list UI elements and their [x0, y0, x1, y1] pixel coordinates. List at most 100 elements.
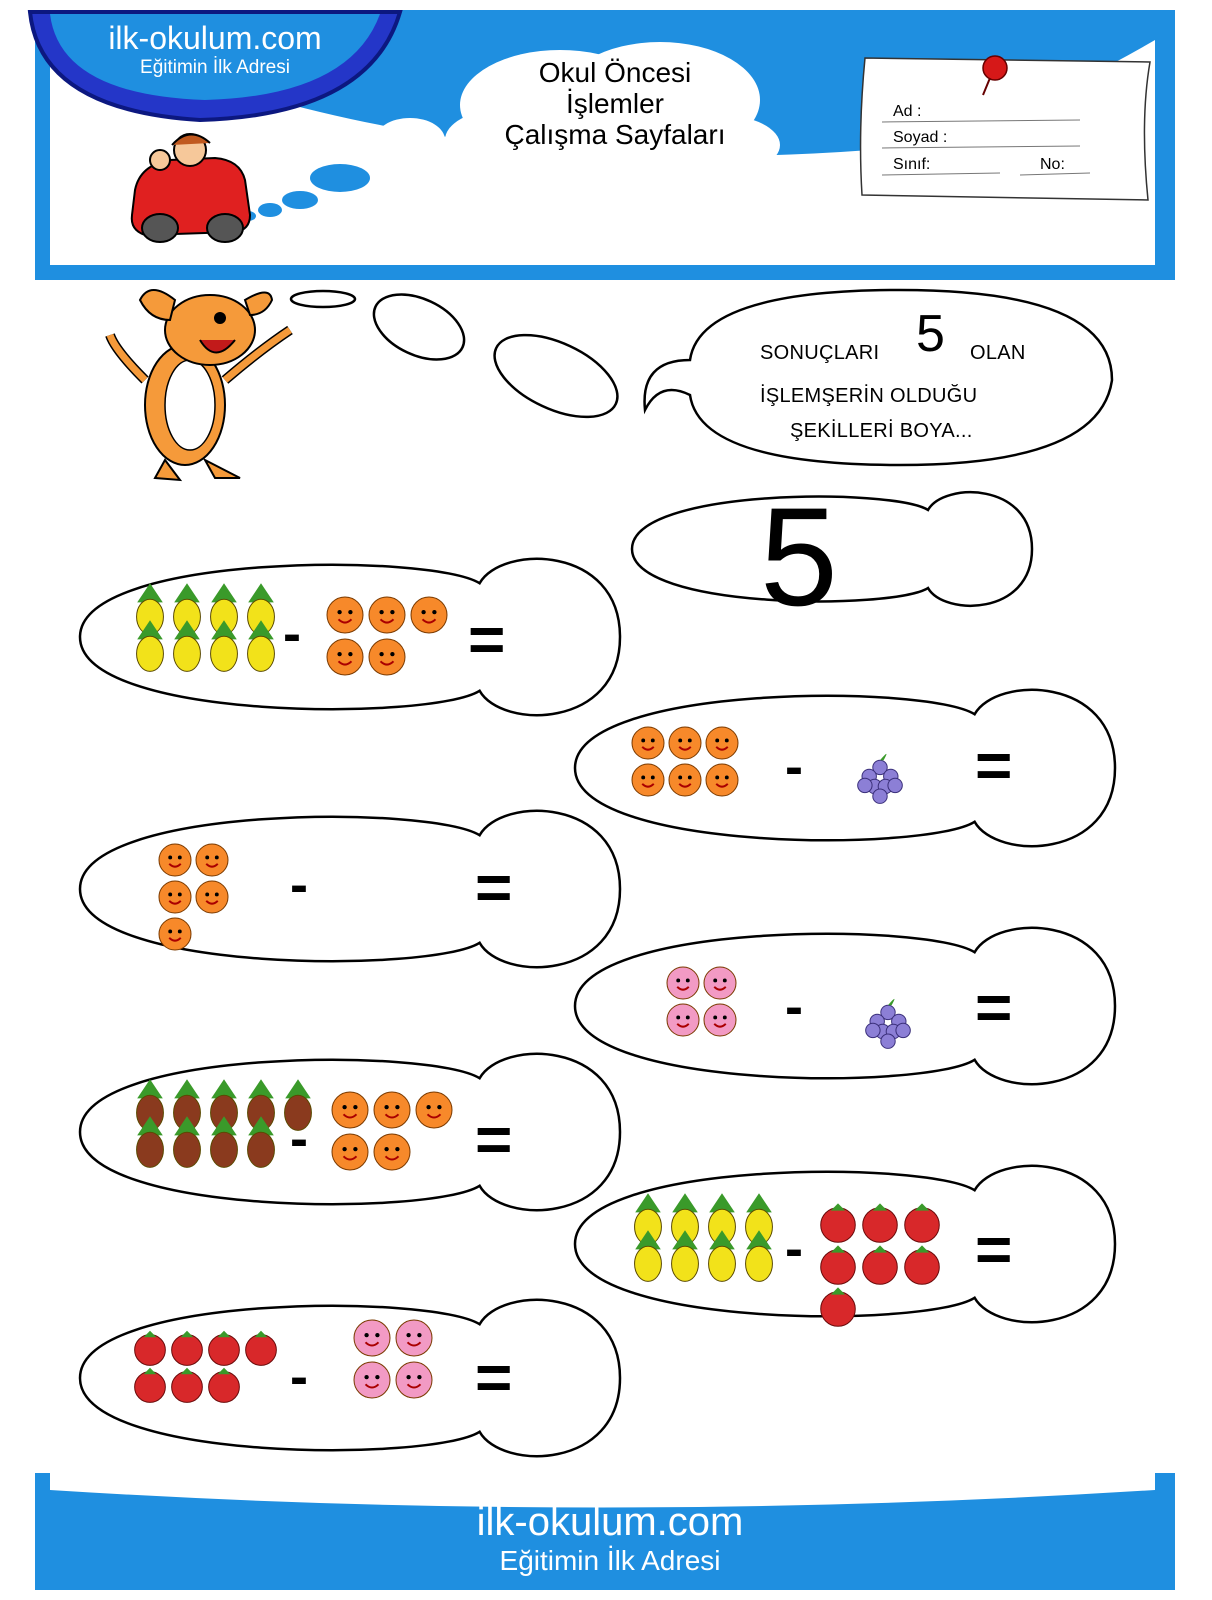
site-tagline: Eğitimin İlk Adresi [140, 57, 290, 78]
minus-sign: - [290, 1109, 308, 1169]
instruction-line2: İŞLEMŞERİN OLDUĞU [760, 385, 978, 407]
problem-fish-4[interactable] [573, 926, 1117, 1086]
orange-icon [705, 763, 739, 797]
top-site-brand[interactable]: ilk-okulum.com Eğitimin İlk Adresi [70, 20, 360, 80]
instruction-line1-after: OLAN [970, 342, 1026, 364]
orange-icon [158, 843, 192, 877]
equals-sign: = [975, 971, 1013, 1043]
minus-sign: - [290, 855, 308, 915]
title-line-2: İşlemler [565, 88, 664, 119]
surname-label: Soyad : [893, 129, 948, 146]
equals-sign: = [975, 1213, 1013, 1285]
equals-sign: = [975, 729, 1013, 801]
equals-sign: = [468, 603, 506, 675]
grape-icon [865, 998, 911, 1049]
strawberry-icon [820, 1287, 856, 1327]
brown_pineapple-icon [173, 1079, 201, 1131]
orange-icon [668, 726, 702, 760]
equals-sign: = [475, 1103, 513, 1175]
grapefruit-icon [666, 966, 700, 1000]
strawberry-icon [820, 1203, 856, 1243]
problem-fish-6[interactable] [573, 1164, 1117, 1324]
dog-thought-bubbles [289, 289, 619, 419]
orange-icon [373, 1091, 411, 1129]
car-illustration [130, 133, 252, 243]
instruction-line1-before: SONUÇLARI [760, 342, 880, 364]
brown_pineapple-icon [173, 1116, 201, 1168]
thought-dots [240, 164, 370, 221]
orange-icon [705, 726, 739, 760]
name-label: Ad : [893, 103, 922, 120]
minus-sign: - [785, 1219, 803, 1279]
grapefruit-icon [395, 1361, 433, 1399]
orange-icon [158, 880, 192, 914]
pineapple-icon [210, 620, 238, 672]
orange-icon [631, 763, 665, 797]
equals-sign: = [475, 1341, 513, 1413]
strawberry-icon [862, 1245, 898, 1285]
title-line-3: Çalışma Sayfaları [504, 119, 726, 150]
strawberry-icon [245, 1330, 277, 1366]
pineapple-icon [708, 1193, 736, 1245]
grapefruit-icon [703, 1003, 737, 1037]
orange-icon [373, 1133, 411, 1171]
orange-icon [326, 596, 364, 634]
problem-fish-2[interactable] [573, 688, 1117, 848]
bottom-site-brand[interactable]: ilk-okulum.com Eğitimin İlk Adresi [380, 1500, 840, 1578]
problem-fish-5[interactable] [78, 1052, 622, 1212]
site-url[interactable]: ilk-okulum.com [108, 20, 322, 56]
number-label: No: [1040, 156, 1065, 173]
orange-icon [415, 1091, 453, 1129]
instruction-bubble [643, 288, 1114, 467]
strawberry-icon [134, 1330, 166, 1366]
strawberry-icon [208, 1330, 240, 1366]
pineapple-icon [708, 1230, 736, 1282]
strawberry-icon [171, 1330, 203, 1366]
brown_pineapple-icon [136, 1116, 164, 1168]
grapefruit-icon [395, 1319, 433, 1357]
minus-sign: - [785, 977, 803, 1037]
strawberry-icon [171, 1367, 203, 1403]
target-fish[interactable] [630, 491, 1034, 607]
pineapple-icon [173, 583, 201, 635]
pineapple-icon [136, 620, 164, 672]
orange-icon [158, 917, 192, 951]
strawberry-icon [904, 1203, 940, 1243]
orange-icon [195, 880, 229, 914]
title-line-1: Okul Öncesi [538, 57, 692, 88]
orange-icon [368, 596, 406, 634]
footer-site-tagline: Eğitimin İlk Adresi [499, 1545, 721, 1576]
class-label: Sınıf: [893, 156, 931, 173]
brown_pineapple-icon [284, 1079, 312, 1131]
bottom-frame [35, 1473, 1175, 1590]
pineapple-icon [671, 1230, 699, 1282]
equals-sign: = [475, 851, 513, 923]
fish-bubbles [78, 491, 1117, 1458]
instruction-line3: ŞEKİLLERİ BOYA... [790, 420, 973, 442]
orange-icon [326, 638, 364, 676]
minus-sign: - [290, 1347, 308, 1407]
orange-icon [331, 1091, 369, 1129]
pineapple-icon [173, 620, 201, 672]
brown_pineapple-icon [247, 1116, 275, 1168]
orange-icon [410, 596, 448, 634]
strawberry-icon [208, 1367, 240, 1403]
strawberry-icon [862, 1203, 898, 1243]
footer-site-url[interactable]: ilk-okulum.com [476, 1500, 744, 1544]
name-note [859, 55, 1151, 201]
pineapple-icon [634, 1230, 662, 1282]
brown_pineapple-icon [210, 1116, 238, 1168]
grape-icon [857, 753, 903, 804]
strawberry-icon [904, 1245, 940, 1285]
pineapple-icon [745, 1230, 773, 1282]
fruit-icons [134, 583, 940, 1403]
pineapple-icon [634, 1193, 662, 1245]
orange-icon [631, 726, 665, 760]
grapefruit-icon [666, 1003, 700, 1037]
minus-sign: - [283, 604, 301, 664]
instruction-target-number: 5 [916, 305, 945, 363]
orange-icon [368, 638, 406, 676]
orange-icon [195, 843, 229, 877]
strawberry-icon [134, 1367, 166, 1403]
